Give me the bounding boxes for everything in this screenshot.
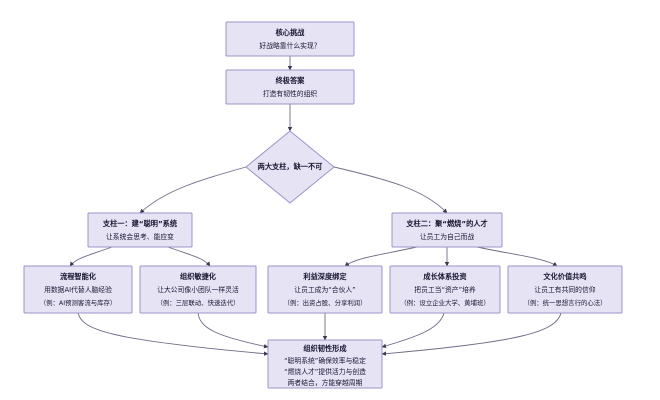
edge-culture-to-resilience bbox=[381, 312, 562, 356]
leaf-interest-title: 利益深度绑定 bbox=[302, 272, 347, 281]
pillar-one-box[interactable] bbox=[87, 212, 193, 248]
edge-process-to-resilience bbox=[77, 312, 269, 356]
leaf-culture-box[interactable] bbox=[507, 265, 623, 314]
core-challenge-subtitle: 好战略靠什么实现？ bbox=[259, 41, 320, 50]
node-leaf-agile[interactable]: 组织敏捷化 让大公司像小团队一样灵活 （例：三层联动、快速迭代） bbox=[139, 265, 257, 314]
node-leaf-culture[interactable]: 文化价值共鸣 让员工有共同的信仰 （例：统一思想言行的心法） bbox=[507, 265, 623, 314]
resilience-line-1: “聪明系统”确保效率与稳定 bbox=[284, 356, 366, 365]
node-resilience[interactable]: 组织韧性形成 “聪明系统”确保效率与稳定 “燃烧人才”提供活力与创造 两者结合，… bbox=[267, 339, 383, 389]
leaf-interest-subtitle: 让员工成为“合伙人” bbox=[294, 285, 355, 294]
node-core-challenge[interactable]: 核心挑战 好战略靠什么实现？ bbox=[225, 21, 355, 57]
leaf-agile-subtitle: 让大公司像小团队一样灵活 bbox=[157, 285, 239, 294]
leaf-growth-box[interactable] bbox=[389, 265, 501, 314]
edge-pillar-two-to-culture bbox=[476, 246, 558, 267]
edge-pillar-two-to-interest bbox=[344, 246, 418, 267]
edge-layer bbox=[69, 56, 562, 356]
pillar-two-title: 支柱二：聚“燃烧”的人才 bbox=[405, 219, 487, 228]
edge-pillar-one-to-process bbox=[69, 246, 113, 267]
ultimate-answer-box[interactable] bbox=[225, 69, 355, 105]
node-leaf-interest[interactable]: 利益深度绑定 让员工成为“合伙人” （例：出资占股、分享利润） bbox=[267, 265, 383, 314]
edge-agile-to-resilience bbox=[197, 312, 269, 349]
pillar-two-box[interactable] bbox=[391, 212, 503, 248]
core-challenge-box[interactable] bbox=[225, 21, 355, 57]
two-pillars-label: 两大支柱，缺一不可 bbox=[258, 162, 323, 171]
leaf-culture-example: （例：统一思想言行的心法） bbox=[523, 298, 606, 307]
leaf-interest-example: （例：出资占股、分享利润） bbox=[283, 298, 366, 307]
leaf-process-example: （例：AI预测客流与库存） bbox=[40, 298, 117, 307]
leaf-agile-title: 组织敏捷化 bbox=[180, 272, 217, 281]
node-leaf-growth[interactable]: 成长体系投资 把员工当“资产”培养 （例：设立企业大学、黄埔班） bbox=[389, 265, 501, 314]
leaf-growth-subtitle: 把员工当“资产”培养 bbox=[414, 285, 476, 294]
node-pillar-two[interactable]: 支柱二：聚“燃烧”的人才 让员工为自己而战 bbox=[391, 212, 503, 248]
node-two-pillars[interactable]: 两大支柱，缺一不可 bbox=[245, 130, 335, 204]
leaf-culture-title: 文化价值共鸣 bbox=[542, 272, 586, 281]
node-ultimate-answer[interactable]: 终极答案 打造有韧性的组织 bbox=[225, 69, 355, 105]
leaf-interest-box[interactable] bbox=[267, 265, 383, 314]
leaf-agile-example: （例：三层联动、快速迭代） bbox=[156, 298, 239, 307]
pillar-one-subtitle: 让系统会思考、能应变 bbox=[106, 232, 174, 241]
core-challenge-title: 核心挑战 bbox=[276, 28, 306, 37]
resilience-box[interactable] bbox=[267, 339, 383, 389]
leaf-growth-example: （例：设立企业大学、黄埔班） bbox=[400, 298, 489, 307]
two-pillars-diamond[interactable] bbox=[245, 130, 335, 204]
leaf-culture-subtitle: 让员工有共同的信仰 bbox=[534, 285, 595, 294]
ultimate-answer-subtitle: 打造有韧性的组织 bbox=[263, 89, 318, 98]
resilience-title: 组织韧性形成 bbox=[303, 344, 347, 353]
node-leaf-process[interactable]: 流程智能化 用数据AI代替人脑经验 （例：AI预测客流与库存） bbox=[23, 265, 133, 314]
ultimate-answer-title: 终极答案 bbox=[276, 76, 306, 85]
leaf-process-subtitle: 用数据AI代替人脑经验 bbox=[44, 285, 112, 294]
edge-pillars-to-pillar-two bbox=[333, 166, 448, 214]
pillar-two-subtitle: 让员工为自己而战 bbox=[420, 232, 475, 241]
leaf-process-title: 流程智能化 bbox=[60, 272, 97, 281]
edge-pillars-to-pillar-one bbox=[139, 166, 247, 214]
pillar-one-title: 支柱一：建“聪明”系统 bbox=[102, 219, 178, 228]
leaf-agile-box[interactable] bbox=[139, 265, 257, 314]
leaf-process-box[interactable] bbox=[23, 265, 133, 314]
resilience-line-2: “燃烧人才”提供活力与创造 bbox=[284, 367, 366, 376]
edge-growth-to-resilience bbox=[381, 312, 445, 349]
node-pillar-one[interactable]: 支柱一：建“聪明”系统 让系统会思考、能应变 bbox=[87, 212, 193, 248]
resilience-line-3: 两者结合，方能穿越周期 bbox=[288, 378, 363, 387]
edge-pillar-one-to-agile bbox=[167, 246, 211, 267]
leaf-growth-title: 成长体系投资 bbox=[423, 272, 467, 281]
